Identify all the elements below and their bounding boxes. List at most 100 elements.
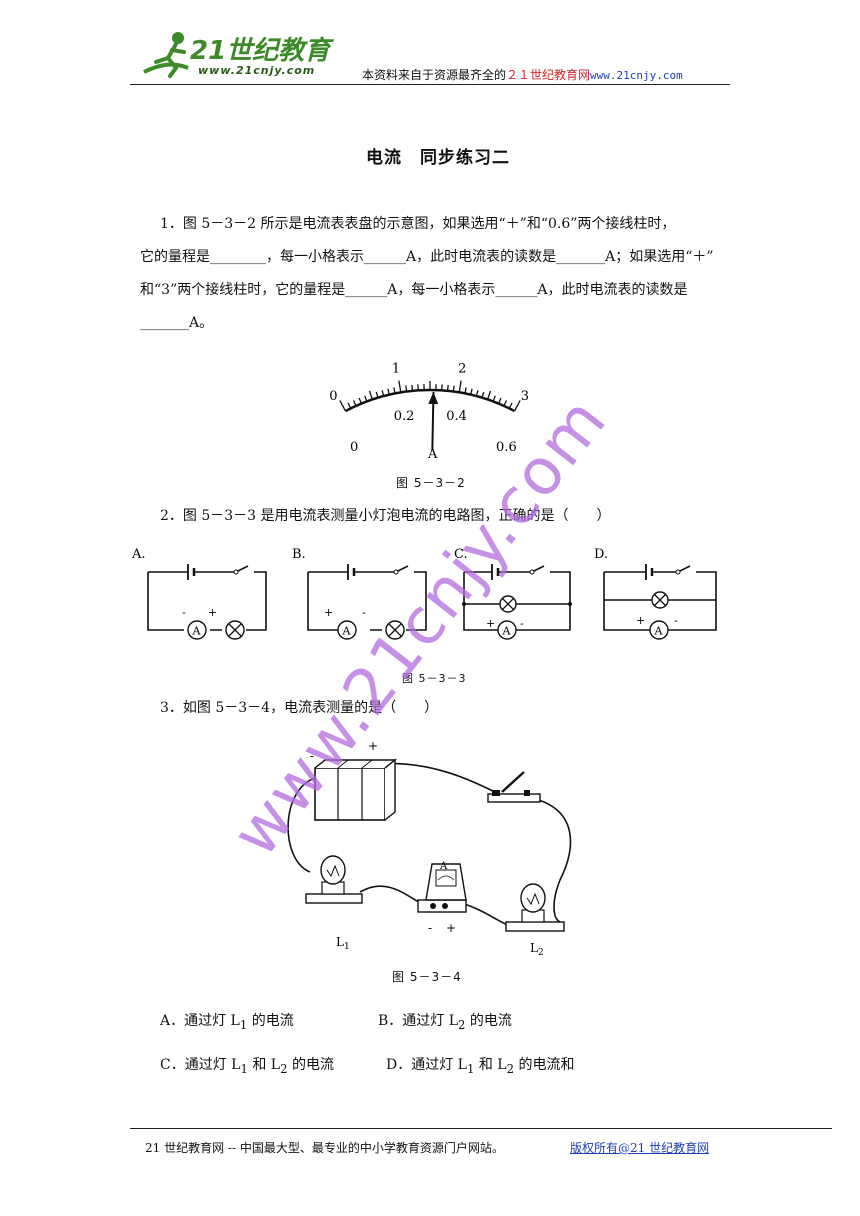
- lamp-l1-label: L1: [336, 935, 350, 952]
- tagline-prefix: 本资料来自于资源最齐全的: [362, 68, 507, 82]
- option-b[interactable]: B．通过灯 L2 的电流: [378, 1010, 512, 1032]
- ammeter-plus: +: [446, 921, 456, 935]
- bottom-scale-0: 0: [350, 440, 358, 455]
- site-logo: 21世纪教育 www.21cnjy.com: [140, 28, 340, 82]
- page-title: 电流 同步练习二: [366, 148, 510, 168]
- option-c-sub: 1: [240, 1061, 248, 1076]
- circuit-a-label: A.: [131, 547, 146, 562]
- option-a-pre: A．通过灯 L: [160, 1013, 240, 1029]
- q1-line-1: 1．图 5－3－2 所示是电流表表盘的示意图，如果选用“＋”和“0.6”两个接线…: [160, 216, 676, 232]
- bottom-scale-3: 0.6: [496, 440, 517, 455]
- option-b-sub: 2: [458, 1017, 466, 1032]
- circuit-c-left-sign: +: [486, 617, 495, 630]
- figure-5-3-2-caption: 图 5－3－2: [396, 476, 466, 490]
- option-c-post: 和 L: [247, 1057, 281, 1073]
- q1-line-3: 和“3”两个接线柱时，它的量程是______A，每一小格表示______A，此时…: [140, 282, 688, 298]
- option-c-post2: 的电流: [287, 1057, 334, 1073]
- tagline-site-name: ２１世纪教育网: [506, 68, 591, 82]
- logo-text: 21世纪教育: [190, 36, 331, 66]
- figure-5-3-3-caption: 图 5－3－3: [402, 672, 467, 685]
- option-d-post2: 的电流和: [514, 1057, 575, 1073]
- question-1: 1．图 5－3－2 所示是电流表表盘的示意图，如果选用“＋”和“0.6”两个接线…: [140, 208, 740, 340]
- circuit-c-right-sign: -: [520, 617, 524, 630]
- option-d-sub2: 2: [506, 1061, 515, 1076]
- logo-runner-icon: [143, 32, 189, 78]
- battery-pack: [314, 758, 397, 821]
- dial-arc: [344, 388, 516, 413]
- circuit-d-left-sign: +: [636, 614, 645, 627]
- circuit-d: D. A + -: [594, 547, 717, 640]
- dial-ticks: [339, 380, 521, 412]
- circuit-d-right-sign: -: [674, 614, 678, 627]
- circuit-c-ammeter-symbol: A: [502, 625, 512, 638]
- q1-line-2: 它的量程是________，每一小格表示______A，此时电流表的读数是___…: [140, 249, 714, 265]
- option-b-post: 的电流: [465, 1013, 512, 1029]
- logo-url: www.21cnjy.com: [198, 64, 316, 77]
- footer-left-text: 21 世纪教育网 -- 中国最大型、最专业的中小学教育资源门户网站。: [145, 1141, 504, 1155]
- circuit-a-left-sign: -: [182, 606, 186, 619]
- option-c-pre: C．通过灯 L: [160, 1057, 241, 1073]
- figure-5-3-4-caption: 图 5－3－4: [392, 970, 462, 984]
- option-d[interactable]: D．通过灯 L1 和 L2 的电流和: [386, 1054, 574, 1076]
- lamp-l1-icon: [305, 855, 363, 904]
- circuit-c-label: C.: [454, 547, 468, 562]
- dial-unit: A: [427, 447, 438, 462]
- dial-tick: [398, 380, 402, 393]
- footer-copyright-link[interactable]: 版权所有@21 世纪教育网: [570, 1141, 710, 1155]
- option-d-pre: D．通过灯 L: [386, 1057, 467, 1073]
- lamp-l2-icon: [505, 883, 565, 932]
- option-a-post: 的电流: [247, 1013, 294, 1029]
- top-scale-0: 0: [329, 389, 337, 404]
- option-c[interactable]: C．通过灯 L1 和 L2 的电流: [160, 1054, 334, 1076]
- q1-line-4: _______A。: [140, 315, 214, 331]
- dial-needle-head: [428, 392, 439, 405]
- option-d-post: 和 L: [474, 1057, 507, 1073]
- circuit-b-right-sign: -: [362, 606, 366, 619]
- dial-tick: [339, 400, 347, 412]
- circuit-c: C. A + -: [454, 547, 572, 640]
- dial-tick: [513, 400, 521, 412]
- battery-minus: -: [310, 749, 314, 763]
- option-a[interactable]: A．通过灯 L1 的电流: [160, 1010, 294, 1032]
- circuit-b-label: B.: [292, 547, 306, 562]
- dial-tick: [458, 380, 462, 393]
- bottom-scale-2: 0.4: [446, 409, 467, 424]
- ammeter-dial-figure: 0 1 2 3 0 0.2 0.4 0.6 A: [329, 362, 529, 462]
- bottom-scale-1: 0.2: [394, 409, 415, 424]
- circuit-a-ammeter-symbol: A: [192, 625, 202, 638]
- header-rule: [130, 84, 730, 85]
- dial-tick: [486, 390, 492, 400]
- option-c-sub2: 2: [280, 1061, 288, 1076]
- circuit-a-right-sign: +: [208, 606, 217, 619]
- ammeter-minus: -: [428, 921, 432, 935]
- circuit-d-ammeter: [649, 620, 669, 640]
- circuit-c-ammeter: [497, 620, 517, 640]
- circuit-b: B. A + -: [292, 547, 427, 640]
- option-d-sub: 1: [466, 1061, 475, 1076]
- circuit-b-ammeter: [337, 620, 357, 640]
- tagline-url[interactable]: www.21cnjy.com: [590, 69, 683, 82]
- physical-circuit-figure: - + L1 A - + L2: [287, 739, 572, 958]
- top-scale-3: 3: [521, 389, 529, 404]
- knife-switch: [487, 771, 541, 803]
- dial-tick: [368, 390, 374, 400]
- circuit-b-ammeter-symbol: A: [342, 625, 352, 638]
- question-2: 2．图 5－3－3 是用电流表测量小灯泡电流的电路图，正确的是（ ）: [160, 508, 611, 524]
- option-b-pre: B．通过灯 L: [378, 1013, 459, 1029]
- battery-plus: +: [368, 739, 378, 753]
- header-tagline: 本资料来自于资源最齐全的２１世纪教育网www.21cnjy.com: [362, 66, 683, 83]
- circuit-a-ammeter: [187, 620, 207, 640]
- circuit-d-label: D.: [594, 547, 608, 562]
- circuit-a: A. A - +: [131, 547, 267, 640]
- top-scale-2: 2: [458, 362, 466, 377]
- question-3: 3．如图 5－3－4，电流表测量的是（ ）: [160, 700, 439, 716]
- circuit-b-left-sign: +: [324, 606, 333, 619]
- circuit-options-figure: A. A - + B. A + - C. A +: [131, 547, 717, 640]
- circuit-d-ammeter-symbol: A: [654, 625, 664, 638]
- footer-rule: [130, 1128, 832, 1129]
- ammeter-device-label: A: [439, 861, 448, 872]
- top-scale-1: 1: [392, 362, 400, 377]
- lamp-l2-label: L2: [530, 941, 544, 958]
- ammeter-device-icon: [417, 863, 467, 913]
- option-a-sub: 1: [239, 1017, 248, 1032]
